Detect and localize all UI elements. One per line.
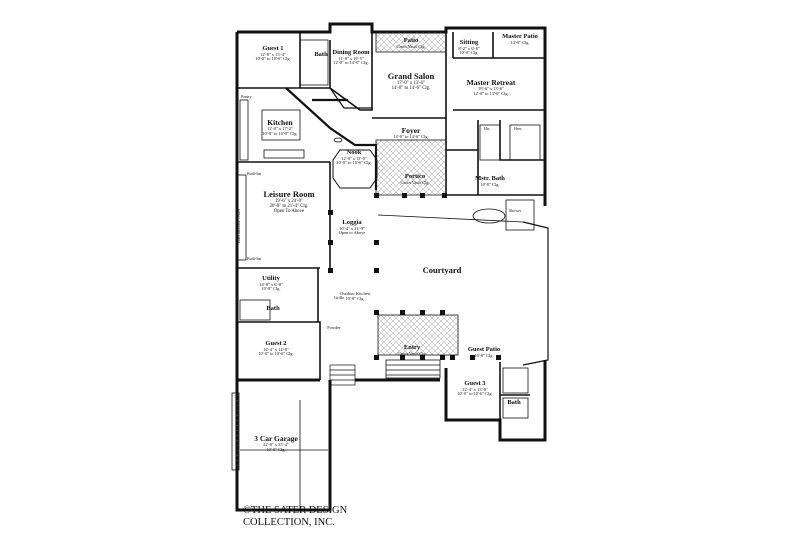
room-utility: Utility 14'-8" x 6'-8" 10'-0" Clg. xyxy=(259,275,283,292)
built-ins-label-1: Built-Ins xyxy=(247,171,262,176)
room-grand-salon: Grand Salon 17'-0" x 13'-6" 14'-0" to 14… xyxy=(387,71,435,91)
garage-stair xyxy=(329,364,356,386)
room-dining: Dining Room 11'-8" x 19'-5" 12'-0" to 14… xyxy=(332,49,370,66)
copyright-line-1: ©THE SATER DESIGN xyxy=(243,505,348,516)
shower-label: Shower xyxy=(509,208,522,213)
room-master-patio: Master Patio 14'-0" Clg. xyxy=(502,33,538,45)
room-mstr-bath: Mstr. Bath 10'-0" Clg. xyxy=(475,175,505,187)
room-portico: Portico Groin Vault Clg. xyxy=(400,173,430,185)
room-bath-guest-1: Bath xyxy=(314,51,328,58)
room-loggia: Loggia 10'-4" x 21'-9" Open to Above xyxy=(338,219,366,236)
room-patio-top: Patio Groin Vault Clg. xyxy=(396,37,426,49)
copyright-notice: ©THE SATER DESIGN COLLECTION, INC. xyxy=(243,505,347,529)
room-entry: Entry Groin Vault Clg. xyxy=(397,344,427,356)
room-kitchen: Kitchen 12'-0" x 17'-2" 10'-0" to 10'-8"… xyxy=(262,118,298,136)
room-guest-patio: Guest Patio 10'-0" Clg. xyxy=(467,346,501,358)
interior-walls xyxy=(237,32,545,420)
columns xyxy=(328,193,501,360)
built-ins-label-2: Built-Ins xyxy=(247,256,262,261)
bath-fixtures xyxy=(239,39,541,419)
kitchen-nook-walls xyxy=(285,87,378,190)
hers-label: Hers xyxy=(514,126,522,131)
nook-bay xyxy=(332,149,378,189)
pantry-label: Pantry xyxy=(241,94,251,99)
room-bath-guest-3: Bath xyxy=(507,399,521,406)
fixture-labels: Entertainment Center Built-Ins Built-Ins… xyxy=(236,94,522,261)
garage-doors xyxy=(240,400,328,510)
dining-bay xyxy=(329,87,372,109)
room-bath-utility: Bath xyxy=(266,305,280,312)
room-foyer: Foyer 14'-0" to 14'-6" Clg. xyxy=(393,126,429,139)
tiled-areas xyxy=(231,31,459,471)
room-powder: Powder xyxy=(327,325,341,330)
room-guest-1: Guest 1 12'-8" x 13'-4" 10'-0" to 10'-6"… xyxy=(255,45,291,62)
room-guest-3: Guest 3 12'-4" x 13'-0" 10'-0" to 10'-6"… xyxy=(457,380,493,397)
entry-steps xyxy=(385,359,441,379)
entertainment-center-label: Entertainment Center xyxy=(236,208,241,243)
room-sitting: Sitting 8'-2" x 6'-8" 10'-0" Clg. xyxy=(458,39,480,56)
room-leisure: Leisure Room 19'-6" x 24'-0" 20'-8" to 2… xyxy=(263,189,315,214)
room-grille: Grille xyxy=(333,295,345,300)
room-guest-2: Guest 2 14'-4" x 14'-0" 10'-0" to 10'-6"… xyxy=(258,340,294,357)
copyright-line-2: COLLECTION, INC. xyxy=(243,517,335,528)
courtyard-edge xyxy=(522,221,549,366)
room-nook: Nook 12'-0" x 11'-0" 10'-0" to 10'-6" Cl… xyxy=(336,149,372,166)
room-master-retreat: Master Retreat 18'-6" x 13'-6" 12'-0" to… xyxy=(466,78,516,96)
his-label: His xyxy=(484,126,490,131)
room-three-car-garage: 3 Car Garage 22'-8" x 35'-4" 10'-0" Clg. xyxy=(254,434,298,452)
kitchen-counters xyxy=(237,99,305,261)
room-courtyard: Courtyard xyxy=(422,265,462,275)
room-outdoor-kitchen: Outdoor Kitchen 10'-0" Clg. xyxy=(340,291,370,301)
